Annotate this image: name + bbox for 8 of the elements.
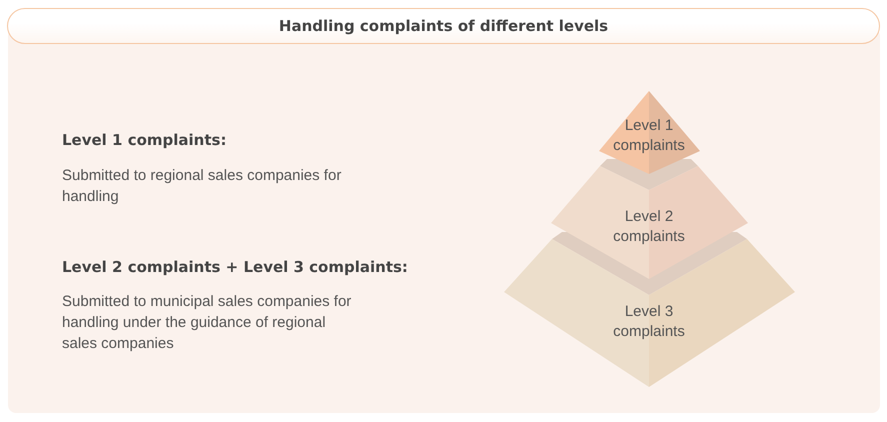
title: Handling complaints of different levels <box>278 17 608 35</box>
section-heading: Level 1 complaints: <box>62 131 226 149</box>
section-heading: Level 2 complaints + Level 3 complaints: <box>62 258 408 276</box>
layer-label: Level 3 complaints <box>612 302 686 342</box>
layer-label: Level 2 complaints <box>612 207 686 247</box>
layer-label: Level 1 complaints <box>612 116 686 156</box>
description-text: Submitted to municipal sales companies for handling under the guidance of regional sales companies <box>62 292 352 354</box>
description-text: Submitted to regional sales companies for handling <box>62 166 342 207</box>
